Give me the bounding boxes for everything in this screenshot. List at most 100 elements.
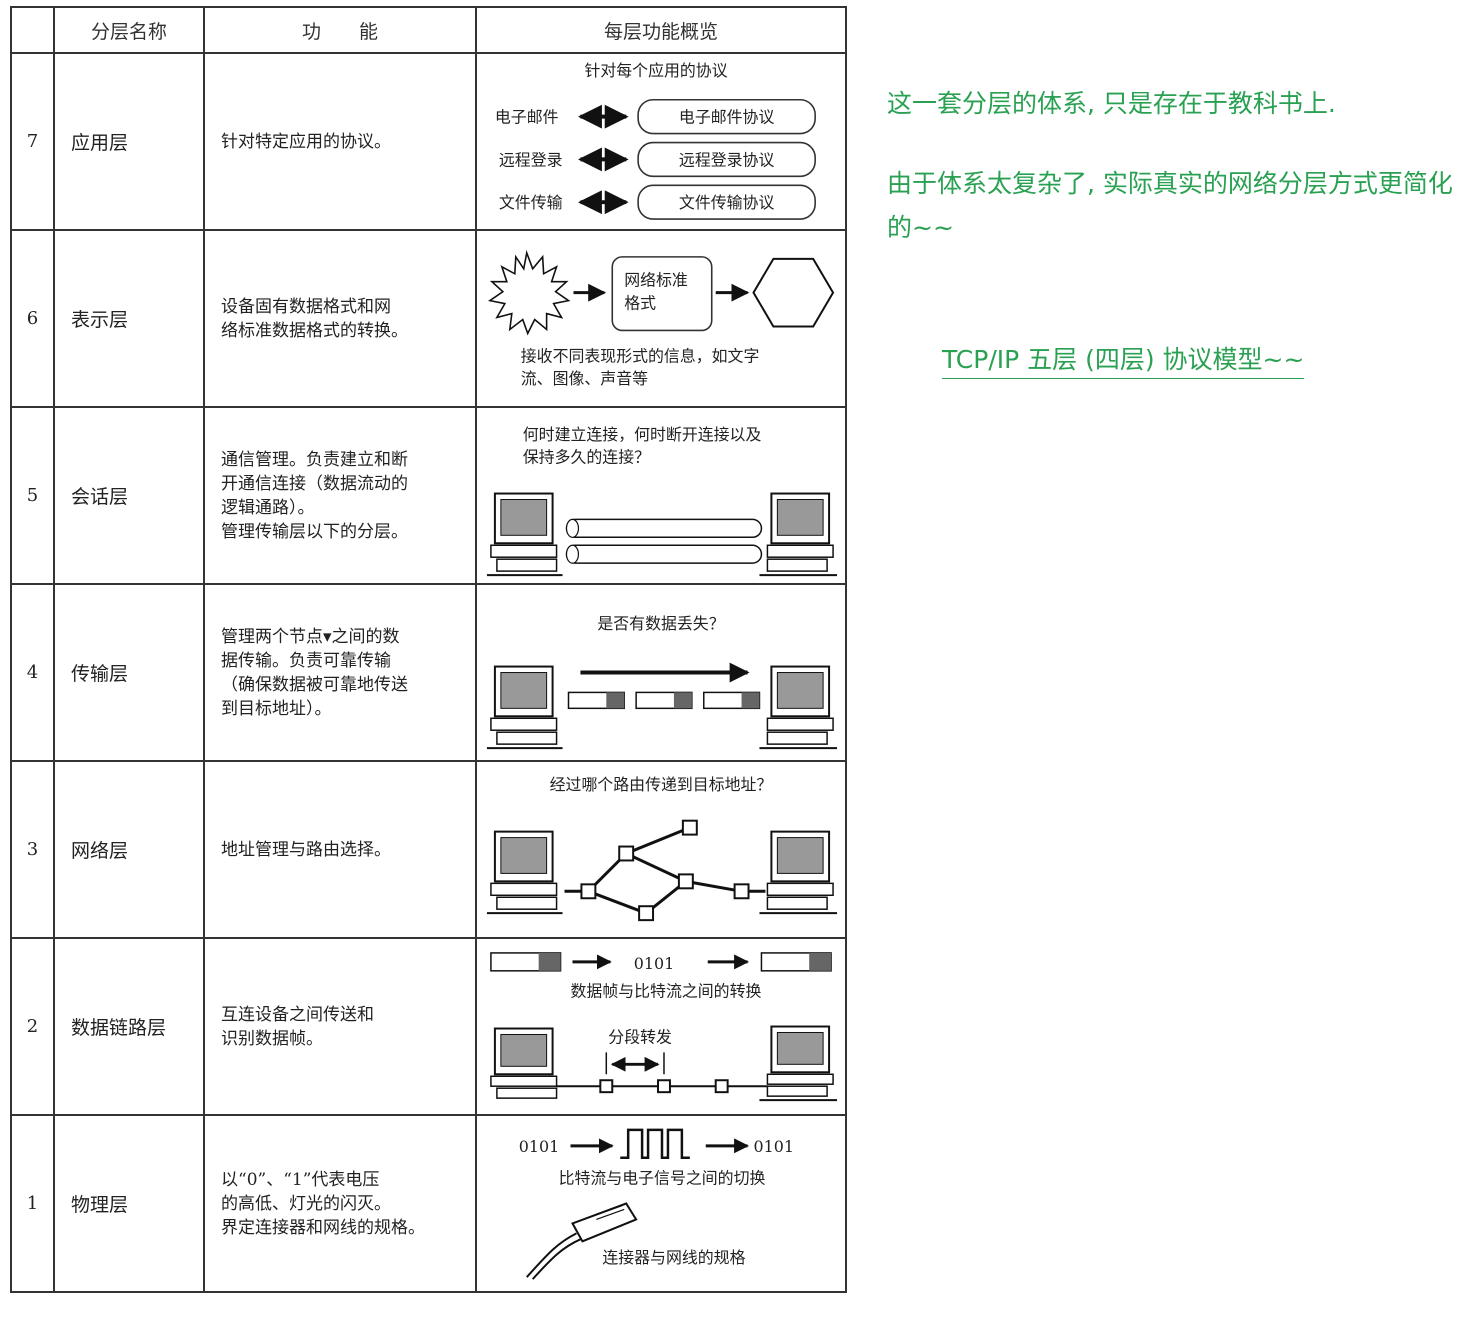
app-label: 文件传输 [499, 193, 563, 212]
caption: 是否有数据丢失？ [597, 614, 724, 633]
overview-network: 经过哪个路由传递到目标地址？ [475, 760, 847, 940]
computer-icon [486, 665, 563, 750]
computer-icon [759, 665, 838, 750]
notes-panel: 这一套分层的体系, 只是存在于教科书上. 由于体系太复杂了, 实际真实的网络分层… [887, 82, 1457, 250]
osi-layer-table: 分层名称 功 能 每层功能概览 7 应用层 针对特定应用的协议。 针对每个应用的… [10, 6, 847, 1294]
computer-icon [759, 492, 838, 577]
standard-format-box [611, 256, 713, 332]
application-diagram: 针对每个应用的协议 电子邮件 电子邮件协议 远程登录 远程登录协议 [495, 61, 816, 220]
frame-icon [760, 952, 832, 972]
layer-number: 3 [10, 760, 55, 940]
layer-function: 针对特定应用的协议。 [203, 51, 477, 232]
layer-row: 1 物理层 以“0”、“1”代表电压 的高低、灯光的闪灭。 界定连接器和网线的规… [10, 1114, 847, 1294]
layer-number: 2 [10, 937, 55, 1117]
layer-name: 传输层 [53, 583, 205, 763]
bits-label: 0101 [634, 954, 674, 973]
square-wave-icon [620, 1128, 690, 1160]
connector-icon [525, 1202, 638, 1281]
layer-function: 管理两个节点▾之间的数 据传输。负责可靠传输 （确保数据被可靠地传送 到目标地址… [203, 583, 477, 763]
overview-title: 针对每个应用的协议 [584, 61, 727, 80]
presentation-diagram: 网络标准 格式 接收不同表现形式的信息，如文字 流、图像、声音等 [487, 249, 835, 388]
session-diagram: 何时建立连接，何时断开连接以及 保持多久的连接？ [486, 425, 838, 577]
protocol-row: 远程登录 远程登录协议 [499, 141, 816, 178]
packet-icon [635, 691, 693, 710]
computer-icon [486, 492, 563, 577]
datalink-diagram: 0101 数据帧与比特流之间的转换 分段转发 [490, 952, 838, 1102]
pipe-connection-icon [565, 518, 763, 564]
router-node-icon [733, 883, 750, 900]
protocol-box: 电子邮件协议 [679, 108, 775, 127]
computer-icon [486, 830, 563, 915]
layer-function: 通信管理。负责建立和断 开通信连接（数据流动的 逻辑通路）。 管理传输层以下的分… [203, 406, 477, 586]
computer-icon [759, 1025, 838, 1102]
router-node-icon [681, 819, 698, 836]
bits-right: 0101 [753, 1137, 793, 1156]
switch-node-icon [657, 1079, 671, 1094]
overview-datalink: 0101 数据帧与比特流之间的转换 分段转发 [475, 937, 847, 1117]
caption-line2: 流、图像、声音等 [521, 369, 648, 388]
router-node-icon [677, 873, 694, 890]
layer-row: 5 会话层 通信管理。负责建立和断 开通信连接（数据流动的 逻辑通路）。 管理传… [10, 406, 847, 586]
app-label: 远程登录 [499, 150, 563, 169]
layer-name: 网络层 [53, 760, 205, 940]
overview-presentation: 网络标准 格式 接收不同表现形式的信息，如文字 流、图像、声音等 [475, 229, 847, 409]
connector-caption: 连接器与网线的规格 [602, 1248, 745, 1267]
layer-row: 2 数据链路层 互连设备之间传送和 识别数据帧。 0101 数据帧与比特流之间的… [10, 937, 847, 1117]
packet-icon [567, 691, 625, 710]
note-line-2: 由于体系太复杂了, 实际真实的网络分层方式更简化的~~ [887, 169, 1453, 242]
protocol-box: 远程登录协议 [679, 150, 775, 169]
network-diagram: 经过哪个路由传递到目标地址？ [486, 775, 838, 922]
layer-row: 7 应用层 针对特定应用的协议。 针对每个应用的协议 电子邮件 电子邮件协议 [10, 51, 847, 232]
overview-transport: 是否有数据丢失？ [475, 583, 847, 763]
switch-node-icon [714, 1079, 729, 1094]
layer-name: 会话层 [53, 406, 205, 586]
caption: 经过哪个路由传递到目标地址？ [550, 775, 773, 794]
layer-function: 设备固有数据格式和网 络标准数据格式的转换。 [203, 229, 477, 409]
packet-icon [703, 691, 761, 710]
switch-node-icon [599, 1079, 614, 1094]
box-line2: 格式 [624, 294, 656, 313]
computer-icon [490, 1027, 558, 1100]
segment-label: 分段转发 [608, 1028, 672, 1047]
layer-number: 1 [10, 1114, 55, 1294]
tcp-ip-model-link[interactable]: TCP/IP 五层 (四层) 协议模型~~ [942, 340, 1305, 379]
caption-line1: 何时建立连接，何时断开连接以及 [523, 425, 762, 444]
layer-function: 互连设备之间传送和 识别数据帧。 [203, 937, 477, 1117]
protocol-box: 文件传输协议 [679, 193, 775, 212]
overview-physical: 0101 0101 比特流与电子信号之间的切换 连接器与网线的规格 [475, 1114, 847, 1294]
bits-left: 0101 [519, 1137, 559, 1156]
protocol-row: 文件传输 文件传输协议 [499, 184, 816, 220]
box-line1: 网络标准 [624, 271, 688, 290]
overview-session: 何时建立连接，何时断开连接以及 保持多久的连接？ [475, 406, 847, 586]
caption: 比特流与电子信号之间的切换 [559, 1169, 766, 1188]
overview-application: 针对每个应用的协议 电子邮件 电子邮件协议 远程登录 远程登录协议 [475, 51, 847, 232]
layer-number: 7 [10, 51, 55, 232]
caption-line2: 保持多久的连接？ [523, 448, 650, 467]
transport-diagram: 是否有数据丢失？ [486, 614, 838, 750]
starburst-icon [487, 249, 571, 336]
layer-number: 5 [10, 406, 55, 586]
note-line-1: 这一套分层的体系, 只是存在于教科书上. [887, 89, 1336, 118]
router-node-icon [638, 905, 655, 922]
header-row: 分层名称 功 能 每层功能概览 [10, 6, 847, 54]
protocol-row: 电子邮件 电子邮件协议 [495, 98, 816, 135]
app-label: 电子邮件 [495, 108, 559, 127]
layer-row: 4 传输层 管理两个节点▾之间的数 据传输。负责可靠传输 （确保数据被可靠地传送… [10, 583, 847, 763]
header-layer-name: 分层名称 [53, 6, 205, 54]
route-graph [564, 826, 766, 915]
layer-row: 6 表示层 设备固有数据格式和网 络标准数据格式的转换。 网络标准 格式 接收不… [10, 229, 847, 409]
layer-function: 以“0”、“1”代表电压 的高低、灯光的闪灭。 界定连接器和网线的规格。 [203, 1114, 477, 1294]
computer-icon [759, 830, 838, 915]
layer-name: 物理层 [53, 1114, 205, 1294]
hexagon-icon [752, 257, 835, 328]
caption: 数据帧与比特流之间的转换 [571, 982, 762, 1001]
layer-number: 4 [10, 583, 55, 763]
router-node-icon [618, 845, 635, 862]
layer-row: 3 网络层 地址管理与路由选择。 经过哪个路由传递到目标地址？ [10, 760, 847, 940]
router-node-icon [580, 883, 597, 900]
caption-line1: 接收不同表现形式的信息，如文字 [521, 346, 760, 365]
physical-diagram: 0101 0101 比特流与电子信号之间的切换 连接器与网线的规格 [519, 1128, 794, 1281]
layer-number: 6 [10, 229, 55, 409]
layer-name: 数据链路层 [53, 937, 205, 1117]
header-overview: 每层功能概览 [475, 6, 847, 54]
